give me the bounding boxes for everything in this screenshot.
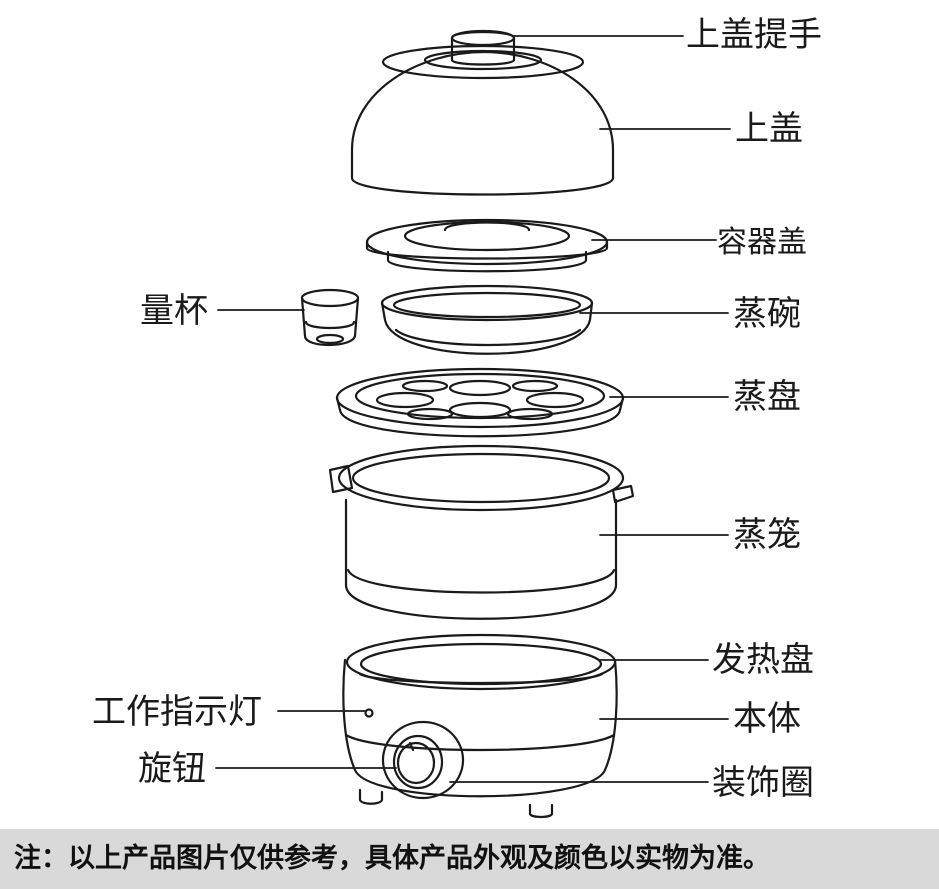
lid-handle bbox=[450, 29, 516, 66]
label-container-lid: 容器盖 bbox=[717, 225, 807, 260]
label-decor-ring: 装饰圈 bbox=[712, 763, 814, 803]
leader-lines bbox=[215, 35, 731, 783]
label-lid-handle: 上盖提手 bbox=[686, 15, 822, 55]
label-steamer-basket: 蒸笼 bbox=[733, 515, 801, 555]
label-indicator-light: 工作指示灯 bbox=[92, 692, 262, 732]
heating-plate bbox=[345, 633, 617, 691]
measuring-cup bbox=[300, 288, 360, 346]
knob bbox=[392, 734, 444, 790]
disclaimer-bar bbox=[0, 829, 939, 889]
container-lid bbox=[365, 218, 609, 273]
label-steam-tray: 蒸盘 bbox=[733, 377, 801, 417]
indicator-light bbox=[364, 708, 374, 718]
label-main-body: 本体 bbox=[733, 699, 801, 739]
part-labels: 上盖提手 上盖 容器盖 量杯 蒸碗 蒸盘 蒸笼 发热盘 本体 工作指示灯 旋钮 … bbox=[92, 15, 822, 803]
steam-tray bbox=[335, 367, 625, 438]
label-lid: 上盖 bbox=[735, 109, 803, 149]
label-steam-bowl: 蒸碗 bbox=[733, 294, 801, 334]
main-body bbox=[342, 658, 618, 819]
steamer-basket bbox=[328, 444, 635, 620]
label-knob: 旋钮 bbox=[138, 749, 206, 789]
disclaimer-note: 注：以上产品图片仅供参考，具体产品外观及颜色以实物为准。 bbox=[14, 843, 770, 874]
label-heating-plate: 发热盘 bbox=[712, 640, 814, 680]
steam-bowl bbox=[380, 284, 594, 355]
label-measuring-cup: 量杯 bbox=[140, 291, 208, 331]
decor-ring bbox=[381, 720, 465, 800]
top-lid bbox=[350, 44, 615, 196]
